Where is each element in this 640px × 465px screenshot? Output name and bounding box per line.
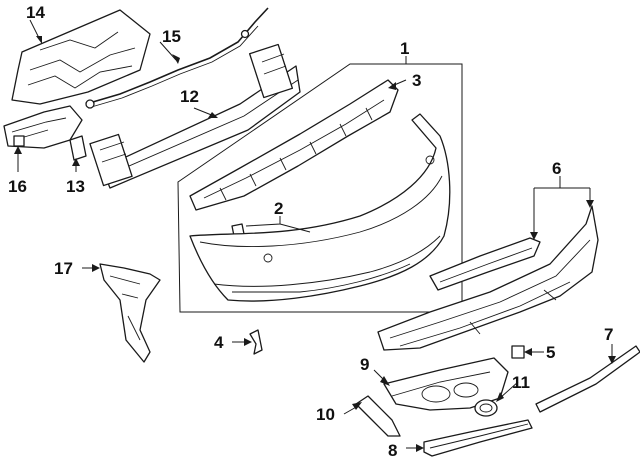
part-7-molding-strip [535, 345, 640, 413]
callout-17: 17 [54, 259, 73, 278]
callout-13: 13 [66, 177, 85, 196]
callout-3: 3 [412, 71, 421, 90]
part-3-energy-absorber [189, 79, 399, 211]
part-8-lower-molding [423, 419, 533, 457]
part-5-bracket [511, 345, 525, 359]
callout-1: 1 [400, 39, 409, 58]
part-13-clip [69, 135, 87, 161]
part-15-wire-harness [85, 7, 269, 109]
callout-16: 16 [8, 177, 27, 196]
part-4-clip [249, 329, 263, 355]
part-1-bumper-cover [189, 113, 451, 302]
part-14-absorber-pad [11, 9, 151, 105]
part-6-lower-panel-upper [429, 237, 541, 291]
callout-14: 14 [26, 3, 45, 22]
part-16-side-bracket [3, 105, 83, 149]
callout-11: 11 [512, 373, 530, 392]
part-12-impact-bar [89, 43, 301, 189]
part-6-lower-panel-main [377, 205, 599, 351]
callout-2: 2 [274, 199, 283, 218]
callout-4: 4 [214, 333, 224, 352]
part-10-trim [355, 395, 401, 437]
callout-9: 9 [360, 355, 369, 374]
leader-lines [14, 19, 616, 452]
part-17-side-bracket [99, 263, 161, 363]
callout-6: 6 [552, 159, 561, 178]
callout-12: 12 [180, 87, 199, 106]
callout-5: 5 [546, 343, 555, 362]
callout-7: 7 [604, 325, 613, 344]
part-11-plug [474, 399, 498, 417]
callout-15: 15 [162, 27, 181, 46]
callout-10: 10 [316, 405, 335, 424]
callout-8: 8 [388, 441, 397, 460]
assembly-1-boundary [177, 63, 463, 313]
callout-labels: 1 2 3 4 5 6 7 8 9 10 11 12 13 14 15 16 1… [8, 3, 613, 460]
